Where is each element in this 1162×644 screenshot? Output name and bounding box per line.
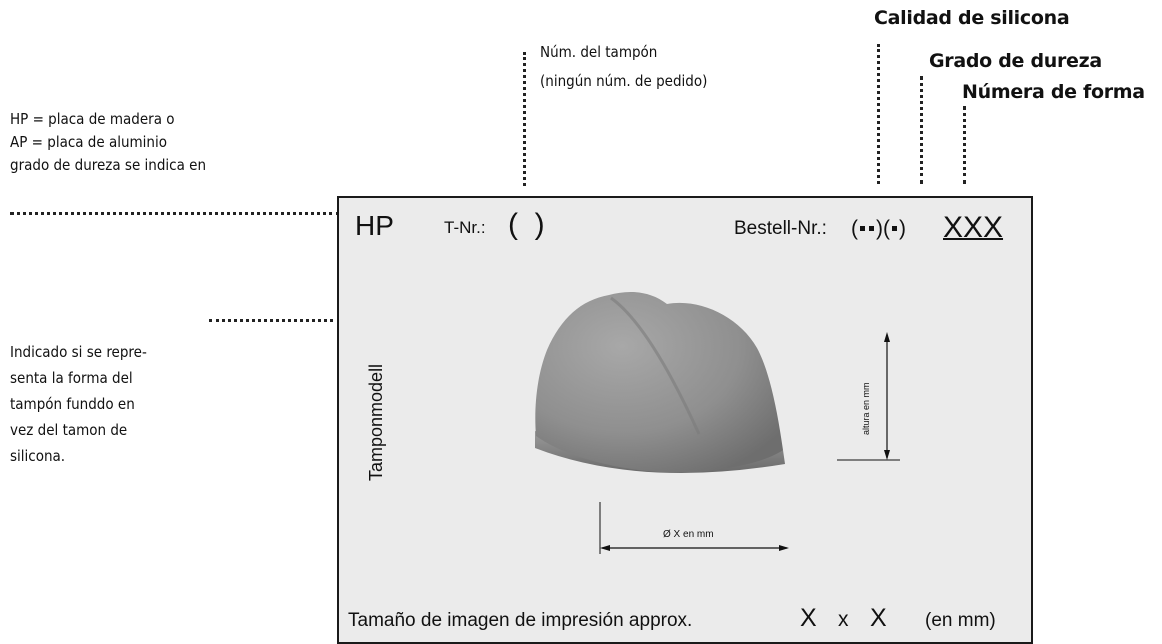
plate-type-note: HP = placa de madera o AP = placa de alu… [10, 108, 206, 177]
model-note: Indicado si se repre- senta la forma del… [10, 339, 147, 469]
plate-note-line1: HP = placa de madera o [10, 110, 175, 128]
diameter-label: Ø X en mm [663, 529, 714, 540]
diameter-arrow-right [779, 545, 789, 551]
placeholder-dot [892, 226, 897, 231]
placeholder-dot [860, 226, 865, 231]
t-nr-label: T-Nr.: [444, 218, 486, 237]
bracket-open: ( [883, 217, 890, 240]
order-code: XXX [943, 211, 1004, 244]
pad-number-note-line2: (ningún núm. de pedido) [540, 72, 708, 90]
form-number-heading: Númera de forma [962, 81, 1145, 103]
model-note-line: silicona. [10, 447, 66, 465]
silicone-quality-leader [877, 44, 880, 184]
print-size-times: x [838, 608, 849, 631]
hardness-grade-leader [920, 76, 923, 184]
order-number-label: Bestell-Nr.: [734, 218, 827, 239]
diameter-arrow-left [600, 545, 610, 551]
print-size-x2: X [870, 604, 887, 632]
plate-note-line2: AP = placa de aluminio [10, 133, 167, 151]
plate-note-line3: grado de dureza se indica en [10, 156, 207, 174]
pad-illustration [535, 291, 900, 554]
plate-type-leader [10, 212, 340, 215]
pad-number-note: Núm. del tampón (ningún núm. de pedido) [540, 42, 707, 92]
hardness-grade-heading: Grado de dureza [929, 50, 1102, 72]
pad-body [535, 291, 783, 473]
bracket-open: ( [851, 217, 858, 240]
pad-number-leader [523, 52, 526, 186]
model-note-line: Indicado si se repre- [10, 343, 147, 361]
placeholder-dot [869, 226, 874, 231]
print-size-x1: X [800, 604, 817, 632]
model-leader [209, 319, 340, 322]
height-arrow-bottom [884, 450, 890, 460]
order-number-brackets: ()() [851, 217, 906, 241]
print-image-size-text: Tamaño de imagen de impresión approx. [348, 610, 693, 631]
pad-ridge [610, 296, 701, 435]
height-label: altura en mm [861, 382, 871, 435]
silicone-quality-heading: Calidad de silicona [874, 7, 1070, 29]
model-note-line: senta la forma del [10, 369, 133, 387]
print-size-unit: (en mm) [925, 610, 996, 631]
bracket-close: ) [899, 217, 906, 240]
pad-plate: HP T-Nr.: ( ) Bestell-Nr.: ()() XXX Tamp… [337, 196, 1033, 644]
model-note-line: vez del tamon de [10, 421, 128, 439]
height-arrow-top [884, 332, 890, 342]
form-number-leader [963, 106, 966, 184]
model-note-line: tampón funddo en [10, 395, 135, 413]
pad-number-note-line1: Núm. del tampón [540, 43, 658, 61]
plate-type-code: HP [355, 210, 394, 241]
bracket-close: ) [876, 217, 883, 240]
t-nr-value: ( ) [508, 208, 545, 241]
